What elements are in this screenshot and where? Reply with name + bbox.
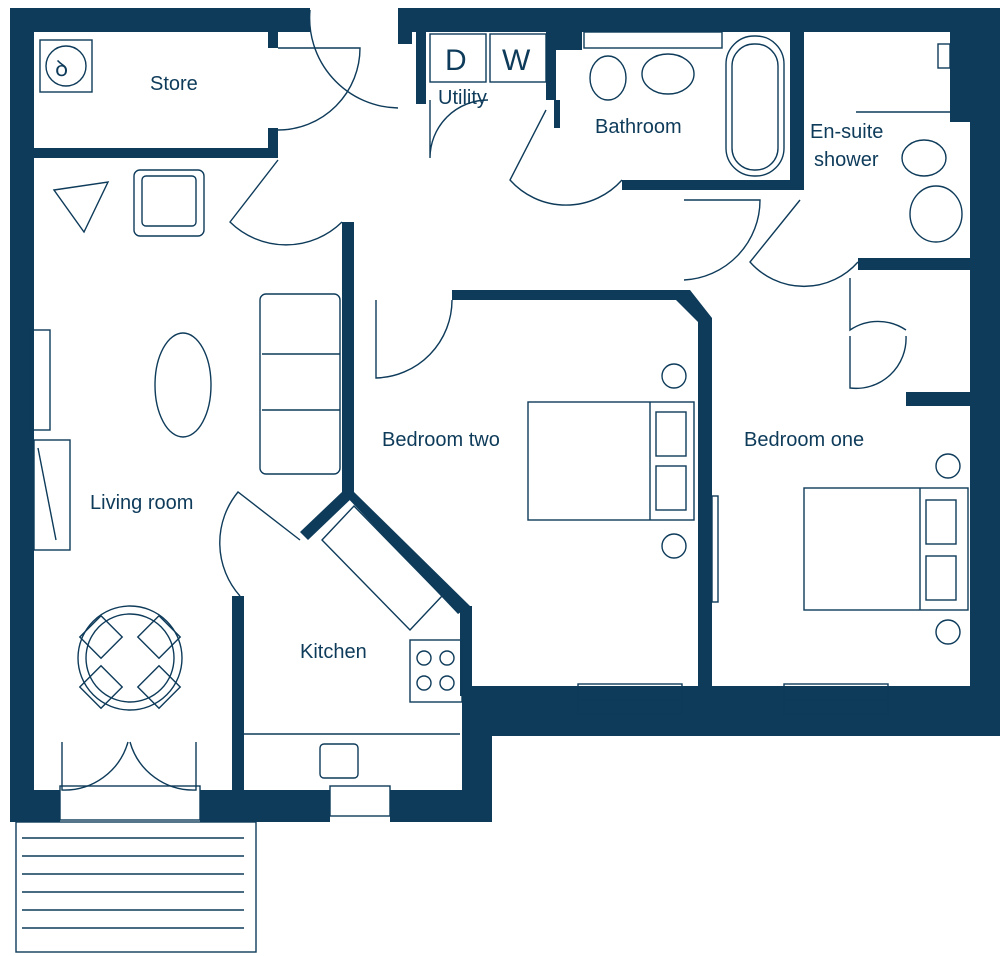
coffee-table-icon [154, 332, 212, 438]
kitchen: Kitchen [244, 504, 463, 779]
bedroom-two-label: Bedroom two [382, 429, 500, 451]
utility-label: Utility [438, 87, 487, 109]
doors [219, 9, 907, 603]
shower-icon [937, 43, 951, 69]
worktop-icon [321, 504, 443, 632]
bath-icon [725, 35, 785, 177]
store-room: ꝺ Store [39, 39, 198, 95]
store-label: Store [150, 73, 198, 95]
walls [10, 8, 1000, 822]
sink-icon [319, 743, 359, 779]
dryer-letter: D [445, 44, 467, 77]
bathroom: Bathroom [583, 31, 785, 177]
boiler-icon [39, 39, 93, 93]
ensuite-room: En-suite shower [810, 43, 963, 243]
kitchen-label: Kitchen [300, 641, 367, 663]
washer-letter: W [502, 44, 531, 77]
armchair-icon [52, 181, 110, 234]
windows [29, 329, 889, 821]
bedroom-two: Bedroom two [382, 363, 695, 559]
lamp-icon [661, 533, 687, 559]
hob-icon [409, 639, 463, 703]
utility-room: D W Utility [429, 33, 547, 109]
lamp-icon [935, 619, 961, 645]
armchair-icon [133, 169, 205, 237]
svg-text:ꝺ: ꝺ [55, 56, 68, 81]
dryer-icon [429, 33, 487, 83]
living-room: Living room [33, 169, 341, 791]
washer-icon [489, 33, 547, 83]
sofa-icon [259, 293, 341, 475]
balcony-icon [15, 821, 257, 953]
ensuite-label-2: shower [814, 149, 879, 171]
ensuite-label-1: En-suite [810, 121, 883, 143]
basin-icon [641, 53, 695, 95]
bedroom-one-label: Bedroom one [744, 429, 864, 451]
bed-icon [803, 487, 969, 611]
tv-unit-icon [33, 439, 71, 551]
living-room-label: Living room [90, 492, 193, 514]
basin-icon [909, 185, 963, 243]
dining-table-icon [77, 605, 183, 711]
toilet-icon [589, 55, 627, 101]
bathroom-label: Bathroom [595, 116, 682, 138]
toilet-icon [901, 139, 947, 177]
lamp-icon [935, 453, 961, 479]
bed-icon [527, 401, 695, 521]
lamp-icon [661, 363, 687, 389]
bedroom-one: Bedroom one [744, 429, 969, 645]
